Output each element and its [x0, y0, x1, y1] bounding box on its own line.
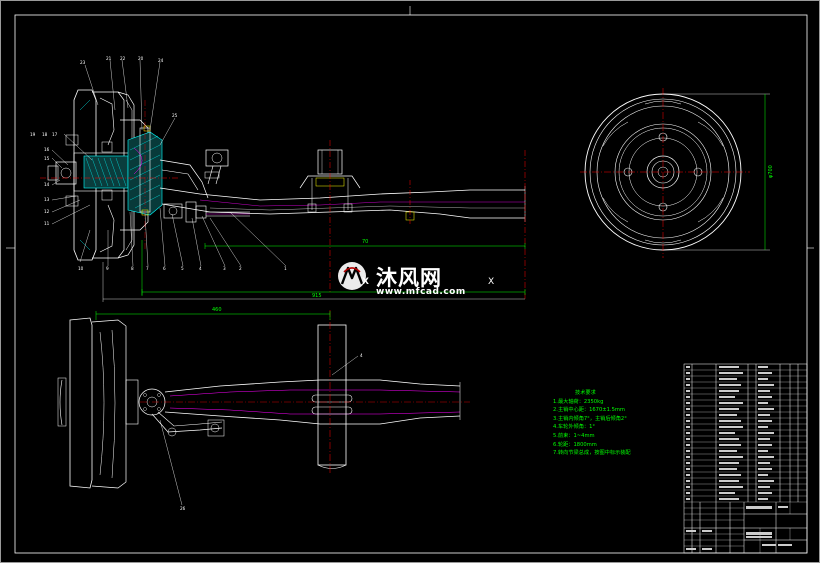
plan-balloon-lower: 26: [180, 506, 186, 511]
svg-text:1: 1: [284, 266, 287, 271]
svg-text:2: 2: [239, 266, 242, 271]
svg-text:25: 25: [172, 113, 178, 118]
svg-text:10: 10: [78, 266, 84, 271]
svg-text:11: 11: [44, 221, 50, 226]
sheet-inner-border: [14, 14, 808, 554]
tech-note-7: 7.转向节梁总成，按图中标示装配: [553, 450, 631, 457]
svg-text:24: 24: [158, 58, 164, 63]
svg-text:4: 4: [199, 266, 202, 271]
dim-915-label: 915: [312, 293, 322, 299]
svg-text:15: 15: [44, 156, 50, 161]
tech-note-2: 2.主销中心距：1670±1.5mm: [553, 407, 625, 414]
svg-text:7: 7: [146, 266, 149, 271]
plan-view-axle: [57, 310, 470, 506]
svg-text:19: 19: [30, 132, 36, 137]
tech-note-3: 3.主销内倾角7°，主销后倾角2°: [553, 415, 627, 422]
plan-balloon-upper: 4: [360, 353, 363, 358]
balloon-labels-left: 19 18 17 16 15 14 13 12 11: [30, 132, 58, 226]
svg-text:9: 9: [106, 266, 109, 271]
dim-70-label: 70: [362, 239, 368, 245]
front-view-dimensions: [102, 240, 526, 302]
watermark-text: 沐风网: [376, 266, 442, 290]
wheel-side-view: [580, 88, 770, 258]
svg-text:13: 13: [44, 197, 50, 202]
svg-text:5: 5: [181, 266, 184, 271]
watermark-url: www.mfcad.com: [376, 287, 466, 297]
svg-text:12: 12: [44, 209, 50, 214]
balloon-labels-top: 23 21 22 20 24 25: [80, 56, 178, 118]
svg-text:16: 16: [44, 147, 50, 152]
svg-text:22: 22: [120, 56, 126, 61]
tech-note-5: 5.前束：1~4mm: [553, 432, 595, 439]
front-view-balloons: [51, 59, 287, 267]
tech-notes-title: 技术要求: [575, 390, 596, 396]
svg-text:17: 17: [52, 132, 58, 137]
watermark-x-suffix: X: [488, 277, 494, 287]
balloon-labels-bottom: 10 9 8 7 6 5 4 3 2 1: [78, 266, 287, 271]
watermark-logo-icon: [338, 262, 366, 290]
tech-note-1: 1.最大轴荷：2350kg: [553, 398, 604, 405]
tech-note-6: 6.轮距：1800mm: [553, 441, 597, 448]
svg-text:3: 3: [223, 266, 226, 271]
svg-text:23: 23: [80, 60, 86, 65]
front-view-axle-assembly: [40, 89, 526, 300]
bom-text-marks: [686, 366, 792, 550]
svg-text:21: 21: [106, 56, 112, 61]
svg-text:8: 8: [131, 266, 134, 271]
title-block: [683, 363, 808, 554]
svg-text:6: 6: [163, 266, 166, 271]
watermark-cross: X: [362, 277, 369, 287]
wheel-dia-label: φ700: [768, 165, 774, 178]
svg-text:18: 18: [42, 132, 48, 137]
technical-requirements: 技术要求 1.最大轴荷：2350kg 2.主销中心距：1670±1.5mm 3.…: [553, 389, 631, 458]
svg-text:20: 20: [138, 56, 144, 61]
svg-text:14: 14: [44, 182, 50, 187]
dim-460-label: 460: [212, 307, 222, 313]
tech-note-4: 4.车轮外倾角：1°: [553, 424, 595, 431]
